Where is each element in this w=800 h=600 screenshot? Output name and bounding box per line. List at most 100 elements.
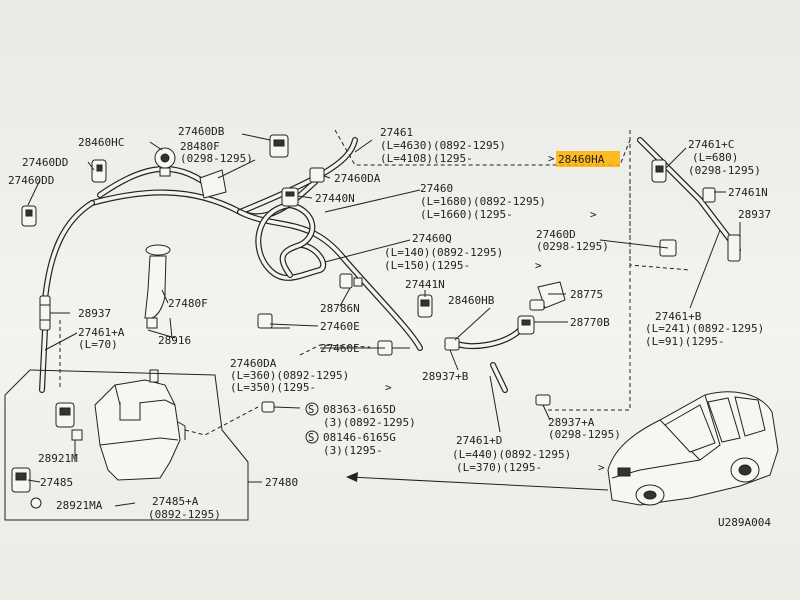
label-27460DA-lower[interactable]: 27460DA bbox=[230, 357, 277, 370]
leader-lines bbox=[27, 133, 741, 507]
label-27461-range1: (L=4630)(0892-1295) bbox=[380, 139, 506, 152]
label-27460DA-lower-range2: (L=350)(1295- bbox=[230, 381, 316, 394]
part-labels: 28460HC 27460DB 28480F (0298-1295) 27460… bbox=[8, 125, 771, 529]
label-27460-range1: (L=1680)(0892-1295) bbox=[420, 195, 546, 208]
label-27461B[interactable]: 27461+B bbox=[655, 310, 702, 323]
pump-28921MA bbox=[11, 467, 42, 509]
label-27460D-range: (0298-1295) bbox=[536, 240, 609, 253]
label-27461D-range1: (L=440)(0892-1295) bbox=[452, 448, 571, 461]
tank-assembly-box bbox=[4, 369, 249, 521]
label-28460HA[interactable]: 28460HA bbox=[558, 153, 605, 166]
label-08146-range: (3)(1295- bbox=[323, 444, 383, 457]
grommet-28460HC bbox=[154, 147, 176, 177]
label-27461A[interactable]: 27461+A bbox=[78, 326, 125, 339]
pump-28921M bbox=[55, 402, 83, 441]
label-27461C[interactable]: 27461+C bbox=[688, 138, 734, 151]
screw-symbol-label-b: S bbox=[308, 432, 314, 444]
label-27460DA-lower-range1: (L=360)(0892-1295) bbox=[230, 369, 349, 382]
label-27460D[interactable]: 27460D bbox=[536, 228, 576, 241]
label-08363-6165D[interactable]: 08363-6165D bbox=[323, 403, 396, 416]
check-valve-27440N bbox=[281, 187, 299, 207]
label-27461-range2: (L=4108)(1295- bbox=[380, 152, 473, 165]
label-27485[interactable]: 27485 bbox=[40, 476, 73, 489]
label-27441N[interactable]: 27441N bbox=[405, 278, 445, 291]
connector-27461N bbox=[702, 187, 716, 203]
vehicle-illustration bbox=[607, 391, 779, 506]
label-27460-range2: (L=1660)(1295- bbox=[420, 208, 513, 221]
connector-28937-right bbox=[727, 234, 741, 262]
label-28460HB[interactable]: 28460HB bbox=[448, 294, 495, 307]
washer-hose-left-drop bbox=[39, 327, 48, 393]
clip-27461C bbox=[651, 159, 667, 183]
label-27460Q[interactable]: 27460Q bbox=[412, 232, 452, 245]
label-28460HC[interactable]: 28460HC bbox=[78, 136, 124, 149]
clip-27460DA bbox=[309, 167, 325, 183]
arrow-to-vehicle bbox=[346, 472, 609, 491]
label-27460DA-lower-marker: > bbox=[385, 381, 392, 394]
label-27460Q-range1: (L=140)(0892-1295) bbox=[384, 246, 503, 259]
label-28770B[interactable]: 28770B bbox=[570, 316, 610, 329]
label-27461N[interactable]: 27461N bbox=[728, 186, 768, 199]
clip-27460E-upper bbox=[257, 313, 290, 329]
label-27460E-lower[interactable]: 27460E bbox=[320, 342, 360, 355]
label-28916[interactable]: 28916 bbox=[158, 334, 191, 347]
label-27461B-range1: (L=241)(0892-1295) bbox=[645, 322, 764, 335]
label-27460DB[interactable]: 27460DB bbox=[178, 125, 225, 138]
label-27461B-range2: (L=91)(1295- bbox=[645, 335, 724, 348]
washer-hose-loop bbox=[255, 202, 327, 281]
label-27460Q-marker: > bbox=[535, 259, 542, 272]
label-28460HA-marker: > bbox=[548, 152, 555, 165]
label-27460Q-range2: (L=150)(1295- bbox=[384, 259, 470, 272]
label-27460DA[interactable]: 27460DA bbox=[334, 172, 381, 185]
screw-symbol: S S bbox=[305, 402, 319, 444]
connector-27460DB bbox=[269, 134, 289, 158]
label-27485A-range: (0892-1295) bbox=[148, 508, 221, 521]
label-27461D-range2: (L=370)(1295- bbox=[456, 461, 542, 474]
label-28921M[interactable]: 28921M bbox=[38, 452, 78, 465]
label-27461D-marker: > bbox=[598, 461, 605, 474]
connector-28460HB bbox=[444, 337, 460, 351]
washer-tank-27480 bbox=[94, 369, 186, 481]
label-28480F-range: (0298-1295) bbox=[180, 152, 253, 165]
rear-washer-motor-28775 bbox=[529, 281, 566, 311]
label-27480F[interactable]: 27480F bbox=[168, 297, 208, 310]
label-27460[interactable]: 27460 bbox=[420, 182, 453, 195]
label-27440N[interactable]: 27440N bbox=[315, 192, 355, 205]
clip-28786N bbox=[339, 273, 363, 289]
label-28786N[interactable]: 28786N bbox=[320, 302, 360, 315]
label-28775[interactable]: 28775 bbox=[570, 288, 603, 301]
label-27461[interactable]: 27461 bbox=[380, 126, 413, 139]
label-27460E-upper[interactable]: 27460E bbox=[320, 320, 360, 333]
label-27460DD-a[interactable]: 27460DD bbox=[22, 156, 68, 169]
label-plate-28480F bbox=[199, 169, 227, 199]
label-27461C-range: (0298-1295) bbox=[688, 164, 761, 177]
washer-hose-main bbox=[42, 137, 423, 351]
washer-hose-lower bbox=[452, 327, 523, 393]
reference-dashes bbox=[59, 129, 691, 436]
label-27485A[interactable]: 27485+A bbox=[152, 495, 199, 508]
label-27480[interactable]: 27480 bbox=[265, 476, 298, 489]
label-27461A-length: (L=70) bbox=[78, 338, 118, 351]
label-28937A[interactable]: 28937+A bbox=[548, 416, 595, 429]
nozzle-28770B bbox=[517, 315, 535, 335]
label-08363-range: (3)(0892-1295) bbox=[323, 416, 416, 429]
label-28937A-range: (0298-1295) bbox=[548, 428, 621, 441]
clip-27460DD-left bbox=[21, 205, 37, 227]
label-08146-6165G[interactable]: 08146-6165G bbox=[323, 431, 396, 444]
label-27460DD-b[interactable]: 27460DD bbox=[8, 174, 54, 187]
diagram-code: U289A004 bbox=[718, 516, 771, 529]
bolt-08363 bbox=[261, 401, 301, 413]
label-27461C-length: (L=680) bbox=[692, 151, 738, 164]
label-28937B[interactable]: 28937+B bbox=[422, 370, 469, 383]
nozzle-27441N bbox=[417, 294, 433, 318]
label-28937-right[interactable]: 28937 bbox=[738, 208, 771, 221]
label-28480F[interactable]: 28480F bbox=[180, 140, 220, 153]
connector-28937-left bbox=[39, 295, 51, 331]
label-27460-marker: > bbox=[590, 208, 597, 221]
tank-cap-filler-27480F bbox=[144, 244, 171, 329]
label-28921MA[interactable]: 28921MA bbox=[56, 499, 103, 512]
label-27461D[interactable]: 27461+D bbox=[456, 434, 502, 447]
label-28937-left[interactable]: 28937 bbox=[78, 307, 111, 320]
